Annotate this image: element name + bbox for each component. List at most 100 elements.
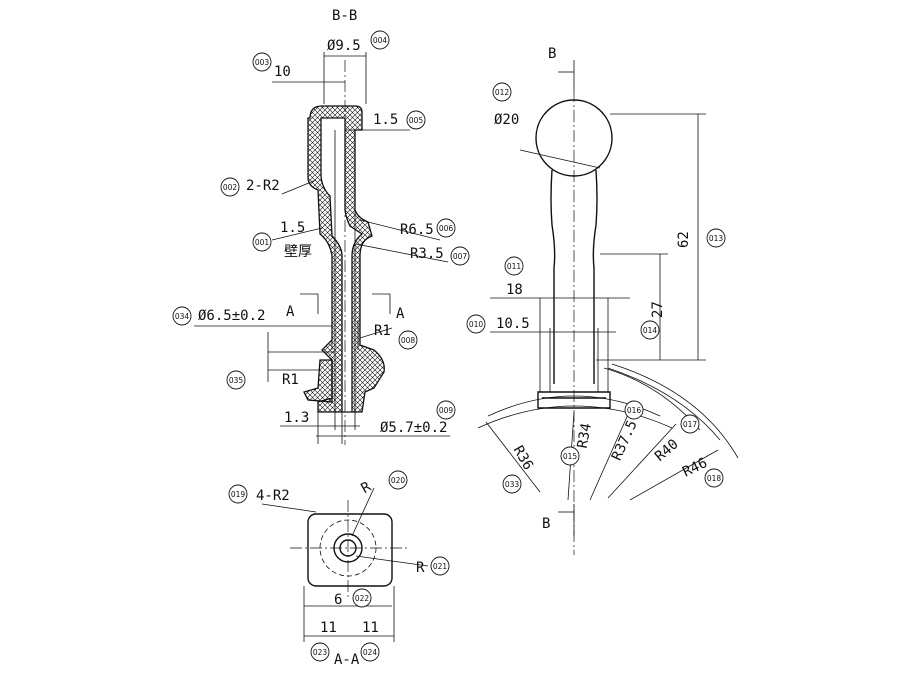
balloon-016: 016 xyxy=(624,400,644,420)
dim-11-right: 11 xyxy=(362,620,379,636)
dim-r-top: R xyxy=(359,479,375,497)
svg-text:023: 023 xyxy=(313,648,328,657)
balloon-034: 034 xyxy=(172,306,192,326)
section-b-b-view: B-B Ø9.5 10 1.5 2-R2 1.5 壁厚 R6.5 R3.5 A xyxy=(194,8,450,445)
svg-text:001: 001 xyxy=(255,238,270,247)
balloon-002: 002 xyxy=(220,177,240,197)
svg-text:035: 035 xyxy=(229,376,244,385)
section-a-title: A-A xyxy=(334,652,360,668)
balloon-022: 022 xyxy=(352,588,372,608)
wall-section xyxy=(307,105,385,413)
svg-text:011: 011 xyxy=(507,262,522,271)
dim-r3-5: R3.5 xyxy=(410,246,444,262)
dim-4-r2: 4-R2 xyxy=(256,488,290,504)
flange-section xyxy=(303,359,333,403)
dim-d20: Ø20 xyxy=(494,112,519,128)
section-a-a-view: 4-R2 R R 6 11 11 A-A xyxy=(256,479,429,668)
balloon-008: 008 xyxy=(398,330,418,350)
dim-11-left: 11 xyxy=(320,620,337,636)
dim-10-5: 10.5 xyxy=(496,316,530,332)
ball-head xyxy=(535,99,613,177)
balloon-035: 035 xyxy=(226,370,246,390)
balloon-006: 006 xyxy=(436,218,456,238)
balloon-014: 014 xyxy=(640,320,660,340)
cut-b-top: B xyxy=(548,46,556,62)
svg-text:003: 003 xyxy=(255,58,270,67)
svg-text:013: 013 xyxy=(709,234,724,243)
cut-a-right: A xyxy=(396,306,405,322)
a-a-outline xyxy=(307,513,393,587)
svg-text:008: 008 xyxy=(401,336,416,345)
svg-text:005: 005 xyxy=(409,116,424,125)
balloon-019: 019 xyxy=(228,484,248,504)
balloon-021: 021 xyxy=(430,556,450,576)
arc-r36 xyxy=(477,405,673,429)
svg-text:014: 014 xyxy=(643,326,658,335)
svg-text:018: 018 xyxy=(707,474,722,483)
dim-r34: R34 xyxy=(575,422,595,450)
balloon-018: 018 xyxy=(704,468,724,488)
balloon-017: 017 xyxy=(680,414,700,434)
cut-a-left: A xyxy=(286,304,295,320)
wall-thickness-label: 壁厚 xyxy=(284,244,312,260)
balloon-010: 010 xyxy=(466,314,486,334)
dim-62: 62 xyxy=(676,231,692,248)
svg-text:021: 021 xyxy=(433,562,448,571)
cut-b-bottom: B xyxy=(542,516,550,532)
dim-18: 18 xyxy=(506,282,523,298)
balloon-024: 024 xyxy=(360,642,380,662)
balloon-013: 013 xyxy=(706,228,726,248)
dim-r37-5: R37.5 xyxy=(609,418,641,463)
svg-text:019: 019 xyxy=(231,490,246,499)
svg-text:033: 033 xyxy=(505,480,520,489)
svg-text:012: 012 xyxy=(495,88,510,97)
dim-r6-5: R6.5 xyxy=(400,222,434,238)
dim-27: 27 xyxy=(650,301,666,318)
balloon-012: 012 xyxy=(492,82,512,102)
side-view: B Ø20 62 27 18 10.5 R36 R34 xyxy=(477,46,739,555)
balloon-001: 001 xyxy=(252,232,272,252)
svg-text:022: 022 xyxy=(355,594,370,603)
balloon-020: 020 xyxy=(388,470,408,490)
dim-1-5-top: 1.5 xyxy=(373,112,398,128)
svg-text:020: 020 xyxy=(391,476,406,485)
dim-1-5-wall: 1.5 xyxy=(280,220,305,236)
balloon-004: 004 xyxy=(370,30,390,50)
svg-text:015: 015 xyxy=(563,452,578,461)
arc-r46 xyxy=(611,363,739,459)
arc-r40 xyxy=(607,367,721,441)
svg-text:016: 016 xyxy=(627,406,642,415)
dim-r1-right: R1 xyxy=(374,323,391,339)
dim-d9-5: Ø9.5 xyxy=(327,38,361,54)
svg-text:017: 017 xyxy=(683,420,698,429)
dim-6: 6 xyxy=(334,592,342,608)
balloon-011: 011 xyxy=(504,256,524,276)
balloon-015: 015 xyxy=(560,446,580,466)
dim-r1-left: R1 xyxy=(282,372,299,388)
svg-text:007: 007 xyxy=(453,252,468,261)
tube-ring xyxy=(333,533,363,563)
svg-text:034: 034 xyxy=(175,312,190,321)
balloon-033: 033 xyxy=(502,474,522,494)
balloon-005: 005 xyxy=(406,110,426,130)
balloon-003: 003 xyxy=(252,52,272,72)
dim-d6-5: Ø6.5±0.2 xyxy=(198,308,265,324)
dim-10: 10 xyxy=(274,64,291,80)
svg-text:006: 006 xyxy=(439,224,454,233)
svg-text:002: 002 xyxy=(223,183,238,192)
section-b-title: B-B xyxy=(332,8,357,24)
dim-1-3: 1.3 xyxy=(284,410,309,426)
dim-2-r2: 2-R2 xyxy=(246,178,280,194)
svg-text:004: 004 xyxy=(373,36,388,45)
balloon-009: 009 xyxy=(436,400,456,420)
tube-bore xyxy=(339,539,357,557)
stem-profile xyxy=(550,169,598,384)
dim-r-bottom: R xyxy=(416,560,425,576)
balloon-007: 007 xyxy=(450,246,470,266)
dim-r40: R40 xyxy=(652,436,682,465)
svg-text:010: 010 xyxy=(469,320,484,329)
svg-text:024: 024 xyxy=(363,648,378,657)
base-block xyxy=(537,391,611,409)
svg-text:009: 009 xyxy=(439,406,454,415)
